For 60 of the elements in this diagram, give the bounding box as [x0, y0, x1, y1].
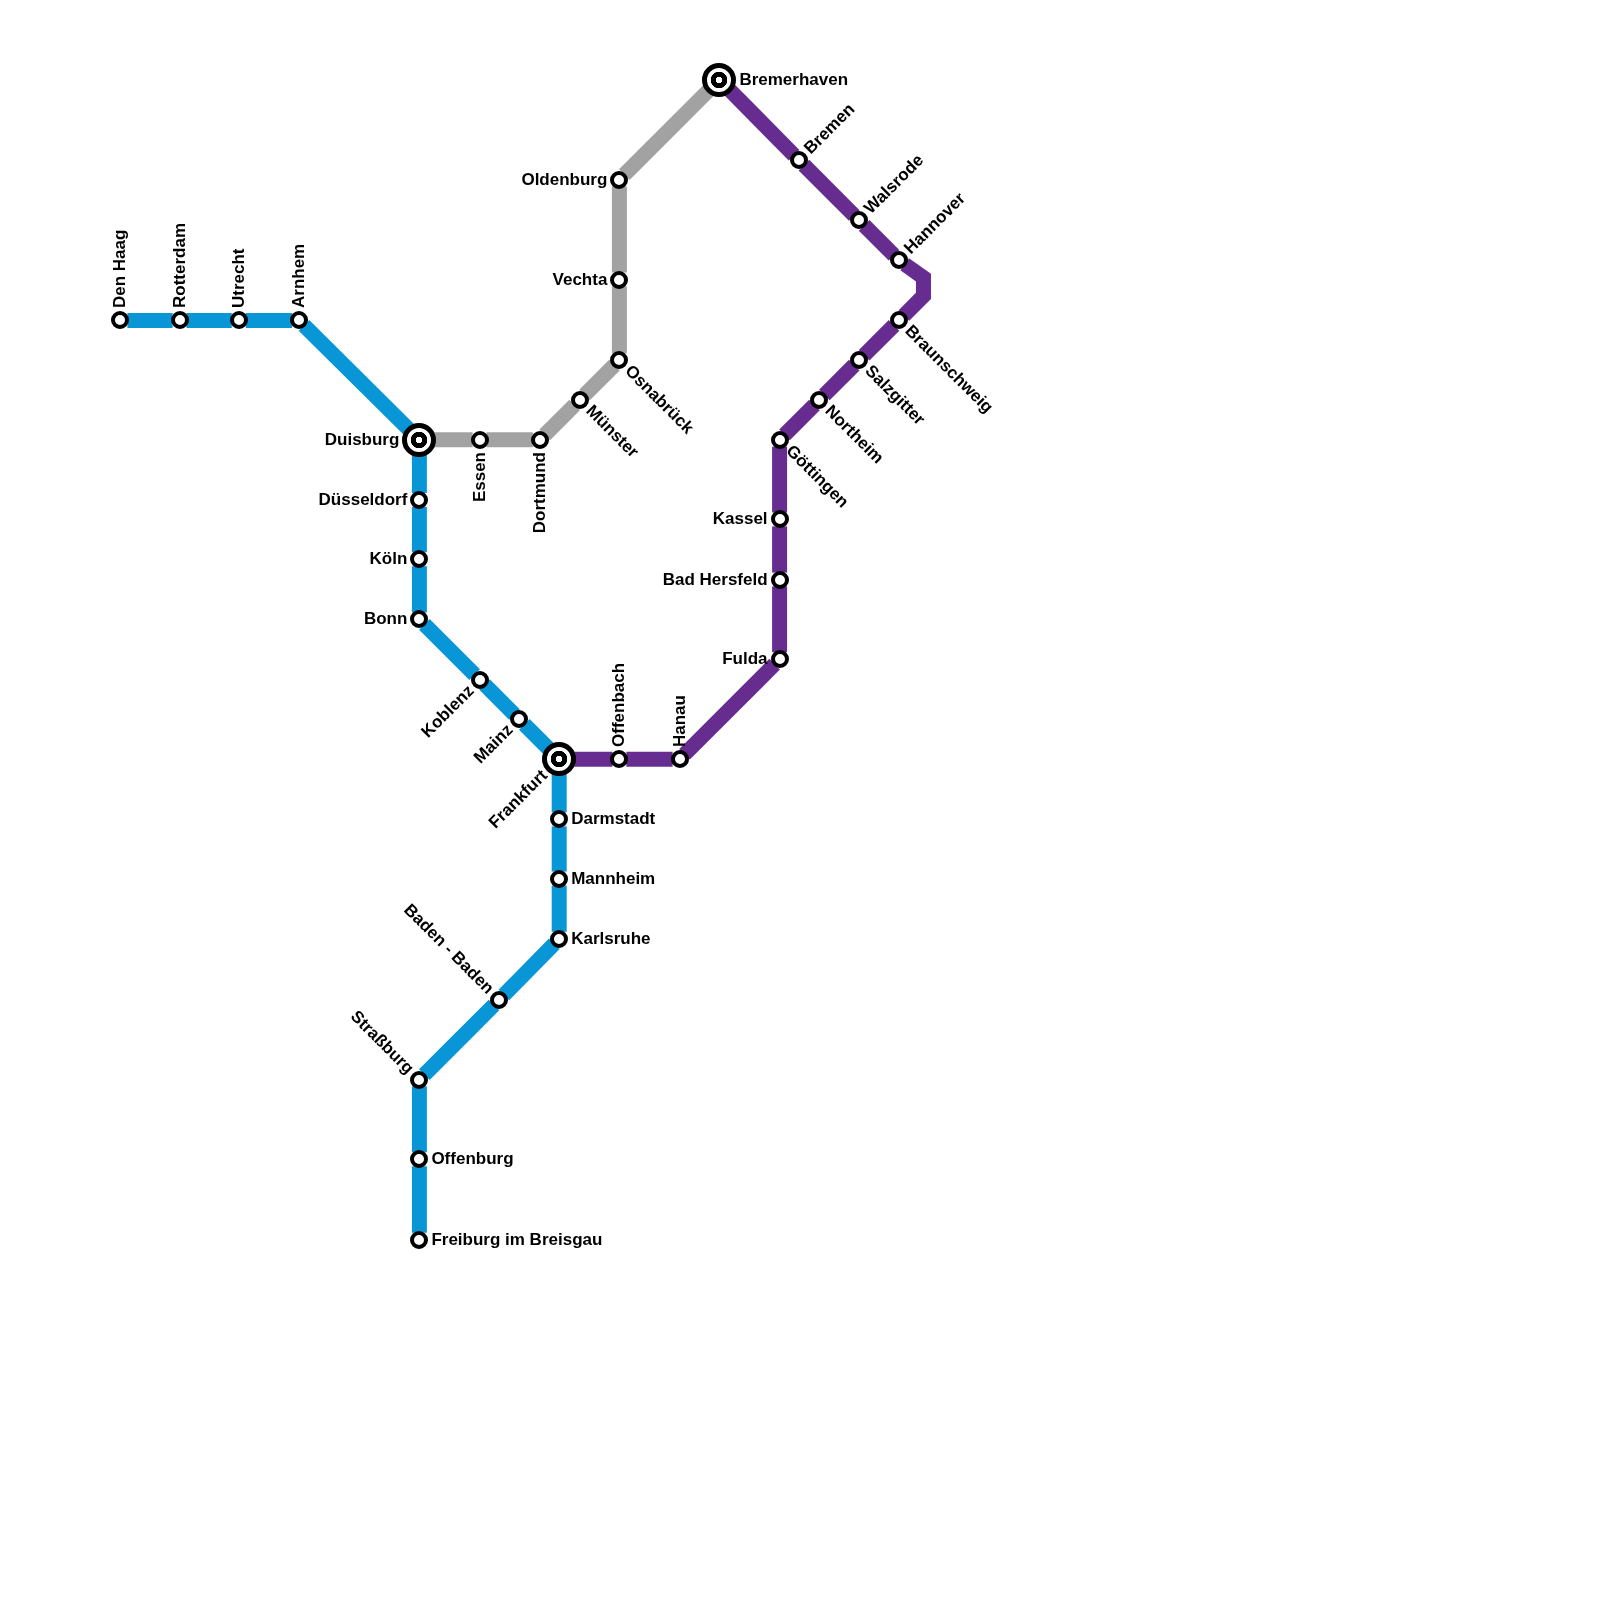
- rail-line: [798, 159, 860, 221]
- rail-line: [419, 619, 480, 680]
- station-name: Offenbach: [610, 663, 629, 748]
- station-name: Utrecht: [229, 248, 249, 309]
- rail-line: [772, 526, 788, 573]
- station-name: Rotterdam: [170, 223, 189, 309]
- rail-line: [626, 751, 673, 767]
- rail-line: [411, 507, 427, 553]
- rail-line: [411, 1086, 427, 1153]
- rail-line: [486, 432, 533, 448]
- station-name: Bad Hersfeld: [662, 570, 768, 589]
- rail-line: [551, 826, 567, 872]
- rail-line: [898, 258, 931, 321]
- station-name: Fulda: [722, 649, 768, 669]
- rail-line: [819, 359, 860, 401]
- station-name: Bremerhaven: [739, 70, 849, 89]
- rail-line: [611, 186, 627, 273]
- station-name: Mannheim: [571, 869, 656, 888]
- rail-line: [519, 719, 554, 754]
- station-name: Darmstadt: [571, 810, 656, 829]
- station-name: Essen: [470, 451, 489, 502]
- rail-line: [772, 586, 788, 653]
- rail-line: [298, 320, 414, 435]
- station-name: Duisburg: [324, 430, 400, 450]
- rail-line: [772, 446, 788, 513]
- rail-line: [411, 454, 427, 493]
- rail-line: [411, 1166, 427, 1233]
- rail-line: [539, 399, 580, 441]
- rail-line: [858, 320, 900, 361]
- rail-line: [574, 751, 613, 767]
- station-name: Karlsruhe: [571, 929, 651, 949]
- rail-line: [779, 399, 820, 441]
- station-name: Arnhem: [289, 244, 309, 309]
- rail-line: [434, 432, 473, 448]
- station-name: Dortmund: [530, 451, 550, 533]
- station-name: Offenburg: [431, 1149, 514, 1169]
- rail-line: [551, 885, 567, 932]
- station-name: Den Haag: [111, 230, 130, 309]
- station-name: Bonn: [363, 610, 408, 629]
- station-name: Düsseldorf: [318, 490, 408, 510]
- station-name: Kassel: [712, 510, 768, 529]
- rail-line: [419, 999, 500, 1080]
- rail-line: [498, 938, 560, 1001]
- rail-line: [724, 85, 800, 161]
- rail-line: [579, 359, 620, 401]
- station-name: Hanau: [670, 695, 689, 748]
- rail-line: [411, 566, 427, 613]
- station-name: Köln: [369, 549, 408, 569]
- station-name: Oldenburg: [521, 170, 608, 189]
- rail-line: [619, 84, 715, 180]
- rail-line: [858, 220, 900, 261]
- rail-line: [127, 312, 173, 328]
- rail-line: [186, 312, 232, 328]
- station-name: Vechta: [552, 270, 608, 289]
- station-name: Freiburg im Breisgau: [431, 1230, 603, 1250]
- rail-line: [551, 774, 567, 813]
- rail-line: [245, 312, 292, 328]
- rail-line: [679, 658, 780, 760]
- rail-line: [611, 286, 627, 354]
- rail-line: [479, 679, 520, 720]
